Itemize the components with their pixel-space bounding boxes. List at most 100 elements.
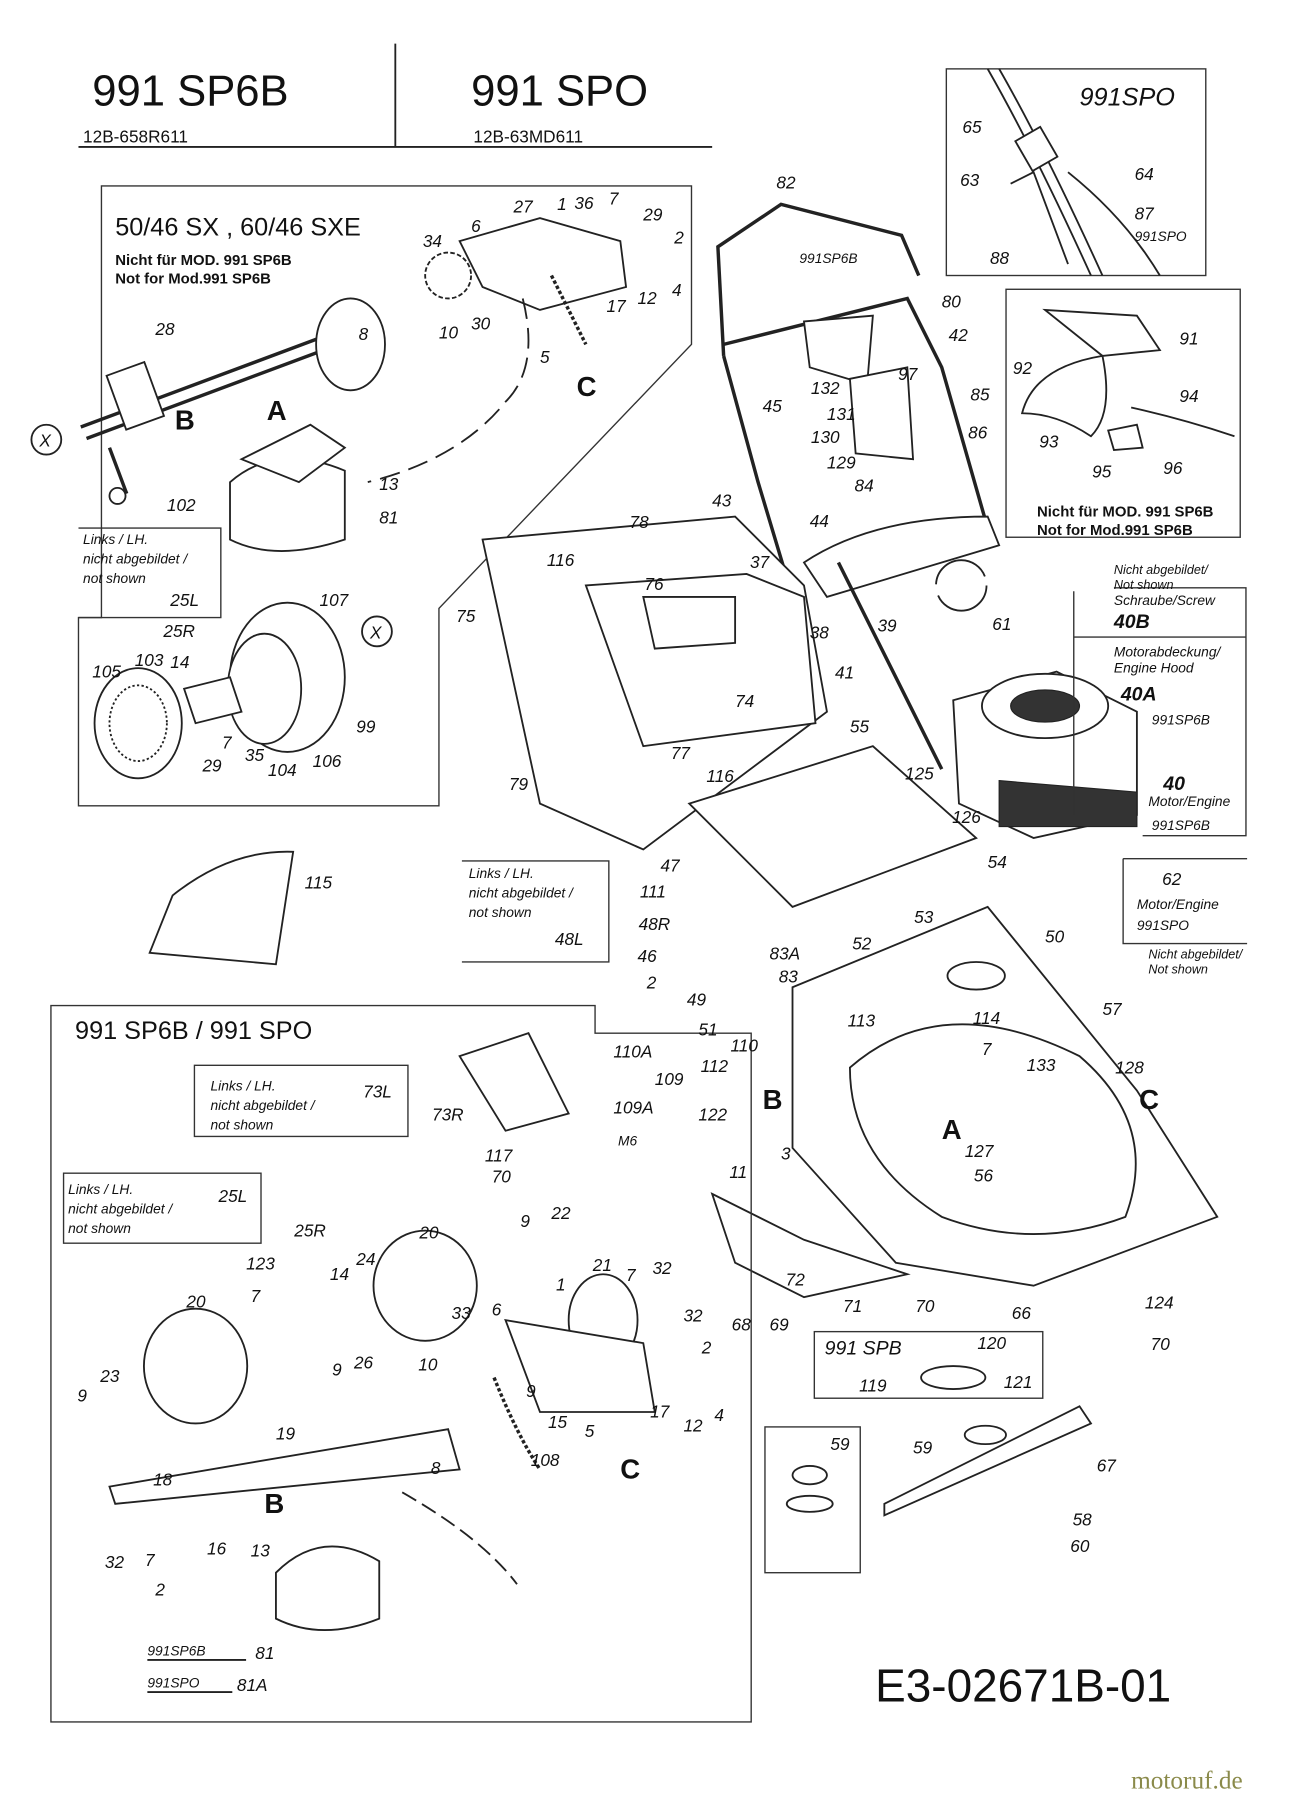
part-number-label: 123 xyxy=(246,1254,275,1274)
part-number-label: 47 xyxy=(660,855,681,875)
part-number-label: 45 xyxy=(763,396,783,416)
part-number-label: 22 xyxy=(550,1203,571,1223)
spo-cable-box: 991SPO xyxy=(945,68,1207,277)
part-number-label: 110 xyxy=(731,1036,759,1056)
svg-text:40B: 40B xyxy=(1113,611,1150,633)
svg-text:48L: 48L xyxy=(555,929,584,949)
part-number-label: 127 xyxy=(965,1141,995,1161)
part-number-label: 991SP6B xyxy=(799,251,857,266)
svg-text:991SP6B: 991SP6B xyxy=(1152,712,1210,727)
part-number-label: 70 xyxy=(492,1166,512,1186)
svg-text:40: 40 xyxy=(1162,773,1185,795)
part-number-label: 46 xyxy=(638,946,658,966)
part-number-label: 27 xyxy=(513,196,535,216)
part-number-label: A xyxy=(267,395,287,426)
part-number-label: 77 xyxy=(671,743,692,763)
part-number-label: 95 xyxy=(1092,462,1112,482)
part-number-label: 28 xyxy=(154,319,175,339)
part-number-label: 42 xyxy=(949,325,969,345)
svg-text:991SPO: 991SPO xyxy=(1137,918,1189,933)
part-number-label: 83A xyxy=(770,944,801,964)
part-number-label: 80 xyxy=(942,292,962,312)
part-number-label: 32 xyxy=(105,1552,125,1572)
part-number-label: 130 xyxy=(811,427,840,447)
part-number-label: 18 xyxy=(153,1469,173,1489)
svg-text:73L: 73L xyxy=(363,1081,392,1101)
part-number-label: 14 xyxy=(330,1264,349,1284)
model-title-right: 991 SPO xyxy=(471,68,648,116)
drive-assembly-box: 50/46 SX , 60/46 SXE Nicht für MOD. 991 … xyxy=(30,185,693,807)
variant-part: 81 xyxy=(255,1643,274,1663)
part-number-label: 1 xyxy=(556,1274,566,1294)
watermark-logo: motoruf.de xyxy=(1131,1767,1243,1795)
part-number-label: 49 xyxy=(687,990,707,1010)
part-number-label: 55 xyxy=(850,716,870,736)
part-number-label: 7 xyxy=(251,1286,262,1306)
svg-text:not shown: not shown xyxy=(469,905,532,920)
part-number-label: 96 xyxy=(1163,458,1183,478)
variant-model: 991SP6B xyxy=(147,1643,205,1658)
part-number-label: 43 xyxy=(712,490,732,510)
lower-drive-box: 991 SP6B / 991 SPO Links / LH. nicht abg… xyxy=(50,1004,752,1723)
part-number-label: 102 xyxy=(167,495,196,515)
part-number-label: 16 xyxy=(207,1538,227,1558)
svg-text:not shown: not shown xyxy=(83,571,146,586)
part-number-label: 33 xyxy=(452,1303,472,1323)
part-number-label: 103 xyxy=(135,650,164,670)
model-code-right: 12B-63MD611 xyxy=(473,126,583,146)
part-number-label: 32 xyxy=(652,1258,672,1278)
part-number-label: 17 xyxy=(650,1402,671,1422)
part-number-label: 99 xyxy=(356,716,376,736)
svg-text:Motor/Engine: Motor/Engine xyxy=(1137,897,1219,912)
part-number-label: 57 xyxy=(1102,999,1123,1019)
part-number-label: 109A xyxy=(613,1098,653,1118)
svg-text:Motor/Engine: Motor/Engine xyxy=(1148,794,1230,809)
part-number-label: 20 xyxy=(185,1292,206,1312)
part-number-label: 116 xyxy=(706,766,734,786)
part-number-label: 35 xyxy=(245,745,265,765)
part-number-label: 113 xyxy=(848,1010,876,1030)
part-number-label: 8 xyxy=(359,324,369,344)
engine: Nicht abgebildet/ Not shown Schraube/Scr… xyxy=(952,563,1247,839)
part-number-label: 51 xyxy=(698,1019,717,1039)
part-number-label: 48R xyxy=(639,914,671,934)
part-number-label: 79 xyxy=(509,774,529,794)
part-number-label: 7 xyxy=(626,1265,637,1285)
drive-box-note-en: Not for Mod.991 SP6B xyxy=(115,271,271,288)
part-number-label: 23 xyxy=(99,1366,120,1386)
svg-text:Not for Mod.991 SP6B: Not for Mod.991 SP6B xyxy=(1037,522,1193,539)
part-number-label: 68 xyxy=(732,1314,752,1334)
svg-text:40A: 40A xyxy=(1120,683,1157,705)
part-number-label: 21 xyxy=(592,1255,612,1275)
part-number-label: 37 xyxy=(750,552,771,572)
part-number-label: 121 xyxy=(1004,1372,1033,1392)
lh-note-48L: Links / LH. nicht abgebildet / not shown… xyxy=(461,860,610,963)
svg-text:Nicht abgebildet/: Nicht abgebildet/ xyxy=(1148,948,1243,962)
part-number-label: 70 xyxy=(915,1296,935,1316)
part-number-label: 53 xyxy=(914,907,934,927)
part-number-label: 9 xyxy=(332,1359,342,1379)
part-number-label: 58 xyxy=(1073,1510,1093,1530)
svg-text:25L: 25L xyxy=(169,590,199,610)
part-number-label: 11 xyxy=(729,1162,747,1182)
part-number-label: 19 xyxy=(276,1424,296,1444)
part-number-label: 1 xyxy=(557,194,567,214)
part-number-label: 126 xyxy=(952,807,981,827)
part-number-label: 60 xyxy=(1070,1536,1090,1556)
part-number-label: 108 xyxy=(531,1450,560,1470)
svg-text:not shown: not shown xyxy=(68,1221,131,1236)
part-number-label: 92 xyxy=(1013,358,1033,378)
part-number-label: 120 xyxy=(977,1333,1006,1353)
part-number-label: 10 xyxy=(439,323,459,343)
part-number-label: 114 xyxy=(973,1008,1000,1028)
part-number-label: 2 xyxy=(154,1580,165,1600)
part-number-label: 2 xyxy=(646,972,657,992)
part-number-label: 32 xyxy=(683,1305,703,1325)
part-number-label: 7 xyxy=(222,732,233,752)
part-number-label: 107 xyxy=(320,590,350,610)
part-number-label: 128 xyxy=(1115,1057,1144,1077)
part-number-label: 119 xyxy=(859,1375,887,1395)
part-number-label: 6 xyxy=(492,1300,502,1320)
